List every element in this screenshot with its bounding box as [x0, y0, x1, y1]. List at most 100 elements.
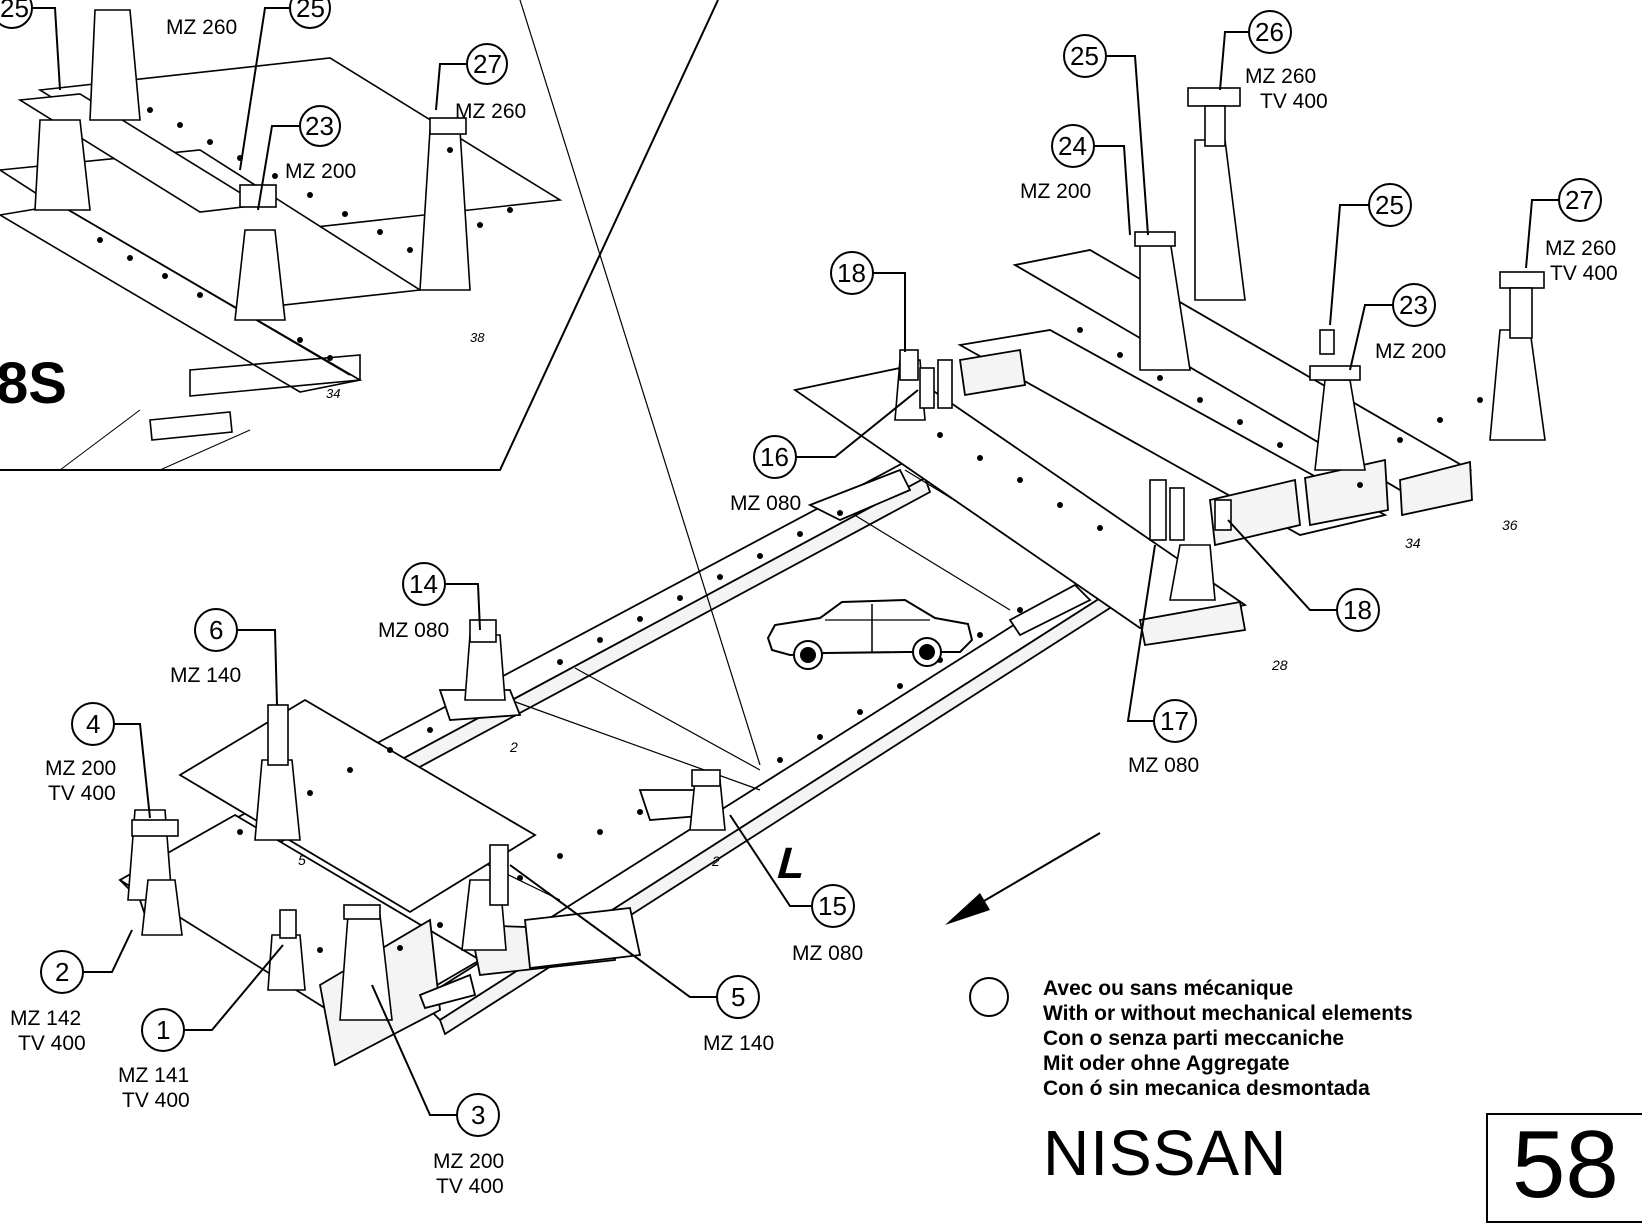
- legend-line-it: Con o senza parti meccaniche: [1043, 1027, 1345, 1050]
- callout-3: 3 MZ 200 TV 400: [371, 984, 504, 1198]
- inset-top-code: MZ 260: [166, 16, 237, 39]
- fixture-14: [464, 634, 506, 701]
- callout-2-number: 2: [55, 957, 69, 987]
- callout-1-code: TV 400: [122, 1089, 190, 1112]
- callout-15: 15 MZ 080: [729, 814, 863, 965]
- inset-callout-23-code: MZ 200: [285, 160, 356, 183]
- callout-1-code: MZ 141: [118, 1064, 189, 1087]
- rail-number: 34: [1405, 535, 1421, 551]
- inset-callout-23: 23 MZ 200: [257, 105, 356, 211]
- rail-bolt-holes: [237, 327, 1503, 973]
- rail-numbers: 28 34 36 2 2 5: [298, 517, 1518, 869]
- callout-6-number: 6: [209, 615, 223, 645]
- callout-4-code: TV 400: [48, 782, 116, 805]
- callout-24-code: MZ 200: [1020, 180, 1091, 203]
- fixture-27: [1489, 329, 1546, 441]
- callout-26-code: TV 400: [1260, 90, 1328, 113]
- callout-3-number: 3: [471, 1100, 485, 1130]
- rail-number: 28: [1271, 657, 1288, 673]
- direction-letter: L: [772, 839, 812, 888]
- callout-18a: 18: [830, 251, 906, 352]
- inset-rails: [0, 9, 563, 471]
- inset-callout-27: 27 MZ 260: [435, 43, 526, 123]
- callout-4: 4 MZ 200 TV 400: [45, 702, 151, 819]
- callout-14-code: MZ 080: [378, 619, 449, 642]
- callout-26-code: MZ 260: [1245, 65, 1316, 88]
- callout-2-code: MZ 142: [10, 1007, 81, 1030]
- callout-14-number: 14: [409, 569, 438, 599]
- callout-6-code: MZ 140: [170, 664, 241, 687]
- inset-bolt-holes: [97, 107, 513, 361]
- inset-callout-27-code: MZ 260: [455, 100, 526, 123]
- brand-name: NISSAN: [1043, 1117, 1288, 1189]
- callout-17-code: MZ 080: [1128, 754, 1199, 777]
- inset-panel: [0, 0, 719, 471]
- callout-17-number: 17: [1160, 706, 1189, 736]
- car-icon: [766, 598, 974, 670]
- bench-frame: [118, 0, 1473, 1067]
- inset-callout-25a-number: 25: [0, 0, 29, 23]
- callout-24-number: 24: [1058, 131, 1087, 161]
- callout-25a: 25: [1063, 34, 1149, 236]
- inset-rail-number: 38: [470, 330, 485, 345]
- inset-callout-25b-number: 25: [296, 0, 325, 23]
- inset-callout-23-number: 23: [305, 111, 334, 141]
- callout-17: 17 MZ 080: [1126, 544, 1199, 777]
- inset-callout-25b: 25: [239, 0, 331, 171]
- callout-3-code: TV 400: [436, 1175, 504, 1198]
- fixture-26: [1194, 139, 1246, 301]
- callout-27-number: 27: [1565, 185, 1594, 215]
- callout-26: 26 MZ 260 TV 400: [1219, 10, 1328, 113]
- rail-number: 2: [509, 739, 518, 755]
- rail-number: 36: [1502, 517, 1518, 533]
- callout-5-number: 5: [731, 982, 745, 1012]
- callout-23-code: MZ 200: [1375, 340, 1446, 363]
- callout-6: 6 MZ 140: [170, 608, 278, 706]
- rail-number: 2: [711, 853, 720, 869]
- callout-5: 5 MZ 140: [509, 864, 774, 1055]
- fixture-15: [689, 779, 726, 831]
- rear-beam-a: [792, 367, 1248, 629]
- callout-23-number: 23: [1399, 290, 1428, 320]
- callout-16: 16 MZ 080: [730, 389, 919, 515]
- legend-line-en: With or without mechanical elements: [1043, 1002, 1413, 1025]
- inset-title: 8S: [0, 351, 67, 416]
- callout-16-number: 16: [760, 442, 789, 472]
- callout-1-number: 1: [156, 1015, 170, 1045]
- legend-line-es: Con ó sin mecanica desmontada: [1043, 1077, 1370, 1100]
- fixture-1: [267, 934, 306, 991]
- callout-4-number: 4: [86, 709, 100, 739]
- page-number: 58: [1512, 1111, 1619, 1218]
- callouts: 26 MZ 260 TV 400 25 24 MZ 200 25 27: [10, 10, 1618, 1198]
- callout-25b: 25: [1329, 183, 1412, 326]
- callout-18b-number: 18: [1343, 595, 1372, 625]
- fixture-17: [1169, 544, 1216, 601]
- callout-25b-number: 25: [1375, 190, 1404, 220]
- callout-23: 23 MZ 200: [1349, 283, 1446, 371]
- callout-3-code: MZ 200: [433, 1150, 504, 1173]
- legend: Avec ou sans mécanique With or without m…: [1043, 976, 1413, 1101]
- callout-4-code: MZ 200: [45, 757, 116, 780]
- callout-15-code: MZ 080: [792, 942, 863, 965]
- callout-14: 14 MZ 080: [378, 562, 481, 642]
- callout-27: 27 MZ 260 TV 400: [1525, 178, 1618, 285]
- callout-1: 1 MZ 141 TV 400: [118, 944, 284, 1112]
- inset-border: [0, 0, 719, 471]
- callout-18b: 18: [1227, 519, 1380, 632]
- legend-symbol-icon: [969, 977, 1009, 1017]
- callout-15-number: 15: [818, 891, 847, 921]
- callout-26-number: 26: [1255, 17, 1284, 47]
- callout-5-code: MZ 140: [703, 1032, 774, 1055]
- rail-number: 5: [298, 852, 306, 868]
- legend-line-fr: Avec ou sans mécanique: [1043, 977, 1294, 1000]
- callout-2: 2 MZ 142 TV 400: [10, 929, 133, 1055]
- inset-callout-25a: 25: [0, 0, 61, 91]
- callout-27-code: MZ 260: [1545, 237, 1616, 260]
- legend-line-de: Mit oder ohne Aggregate: [1043, 1052, 1290, 1075]
- callout-2-code: TV 400: [18, 1032, 86, 1055]
- callout-18a-number: 18: [837, 258, 866, 288]
- callout-24: 24 MZ 200: [1020, 124, 1131, 236]
- callout-16-code: MZ 080: [730, 492, 801, 515]
- inset-callouts: 25 25 MZ 260 27 MZ 260 23 MZ 200 38 34: [0, 0, 526, 401]
